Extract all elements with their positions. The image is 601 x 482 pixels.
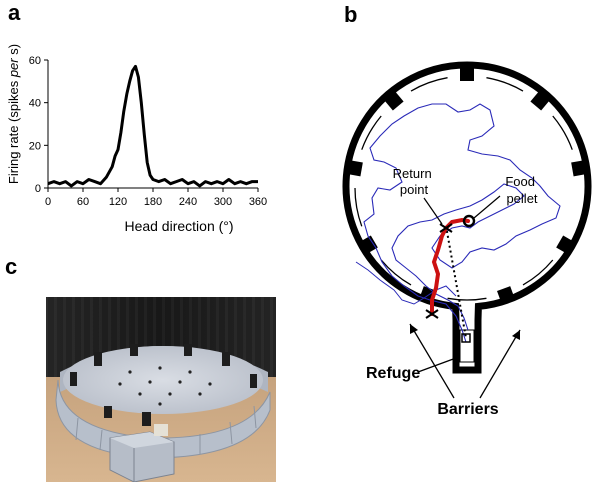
food-pellet-label-line-2: pellet [506, 191, 537, 206]
return-point-marker [439, 223, 453, 233]
y-tick-label: 60 [29, 55, 41, 67]
inner-barrier-segment [354, 187, 363, 227]
arena-diagram: Return point Food pellet Refuge Barriers [342, 61, 592, 418]
panel-label-b: b [344, 2, 358, 27]
x-axis-label: Head direction (°) [124, 218, 233, 234]
inner-barrier-segment [522, 259, 554, 286]
y-axis-label-italic: per [6, 58, 21, 78]
chart-axes [47, 60, 258, 189]
food-pellet-label-line-1: Food [505, 174, 535, 189]
wall-notches [346, 67, 588, 305]
wall-notch [556, 235, 576, 255]
homing-vector [445, 225, 467, 339]
barrier-arrow-left [409, 323, 455, 399]
head-direction-chart: 0 60 120 180 240 300 360 0 20 40 60 Head direction… [6, 44, 267, 234]
y-tick-label: 20 [29, 140, 41, 152]
y-axis-label-prefix: Firing rate (spikes [6, 77, 21, 184]
path-start-marker [425, 309, 439, 319]
firing-rate-line [47, 64, 258, 188]
panel-label-a: a [8, 0, 21, 25]
food-pellet-label: Food pellet [505, 174, 538, 206]
chart-series [47, 64, 258, 188]
y-axis-label-suffix: s) [6, 44, 21, 58]
barrier-arrowhead-left [410, 324, 418, 334]
wall-notch [497, 286, 515, 305]
x-tick-label: 180 [144, 196, 162, 208]
x-tick-label: 60 [77, 196, 89, 208]
refuge-marker [461, 333, 471, 343]
refuge-label: Refuge [366, 365, 420, 382]
chart-ticks: 0 60 120 180 240 300 360 0 20 40 60 [29, 55, 267, 208]
return-point-label: Return point [393, 166, 436, 197]
wall-notch [383, 90, 404, 111]
inner-barrier-segment [552, 115, 573, 150]
food-pellet-leader [473, 195, 501, 219]
x-tick-label: 360 [249, 196, 267, 208]
return-point-label-line-2: point [400, 182, 429, 197]
inner-barrier-segment [486, 77, 524, 92]
food-pellet-marker [462, 214, 476, 228]
inner-barrier-ring [354, 77, 573, 301]
inner-barrier-segment [361, 115, 382, 150]
arena-wall [342, 61, 592, 374]
return-point-leader [423, 197, 443, 225]
wall-notch [460, 67, 474, 81]
barriers-label: Barriers [437, 401, 498, 418]
barrier-arrowhead-right [512, 330, 520, 340]
wall-notch [571, 160, 588, 177]
y-tick-label: 0 [35, 183, 41, 195]
arena-photo [46, 297, 276, 482]
panel-label-c: c [5, 254, 18, 279]
x-tick-label: 0 [45, 196, 51, 208]
refuge-box [459, 329, 475, 363]
x-tick-label: 120 [109, 196, 127, 208]
exploration-path-2 [355, 261, 457, 305]
barrier-arrow-right [479, 329, 521, 399]
return-point-label-line-1: Return [393, 166, 432, 181]
wall-notch [358, 235, 378, 255]
wall-notch [530, 90, 551, 111]
inner-barrier-segment [410, 77, 448, 92]
wall-notch [346, 160, 363, 177]
inner-barrier-segment [447, 297, 487, 301]
y-tick-label: 40 [29, 98, 41, 110]
x-tick-label: 300 [214, 196, 232, 208]
x-tick-label: 240 [179, 196, 197, 208]
exploration-path [363, 103, 561, 343]
refuge-arrow [417, 357, 457, 373]
y-axis-label: Firing rate (spikes per s) [6, 44, 21, 184]
